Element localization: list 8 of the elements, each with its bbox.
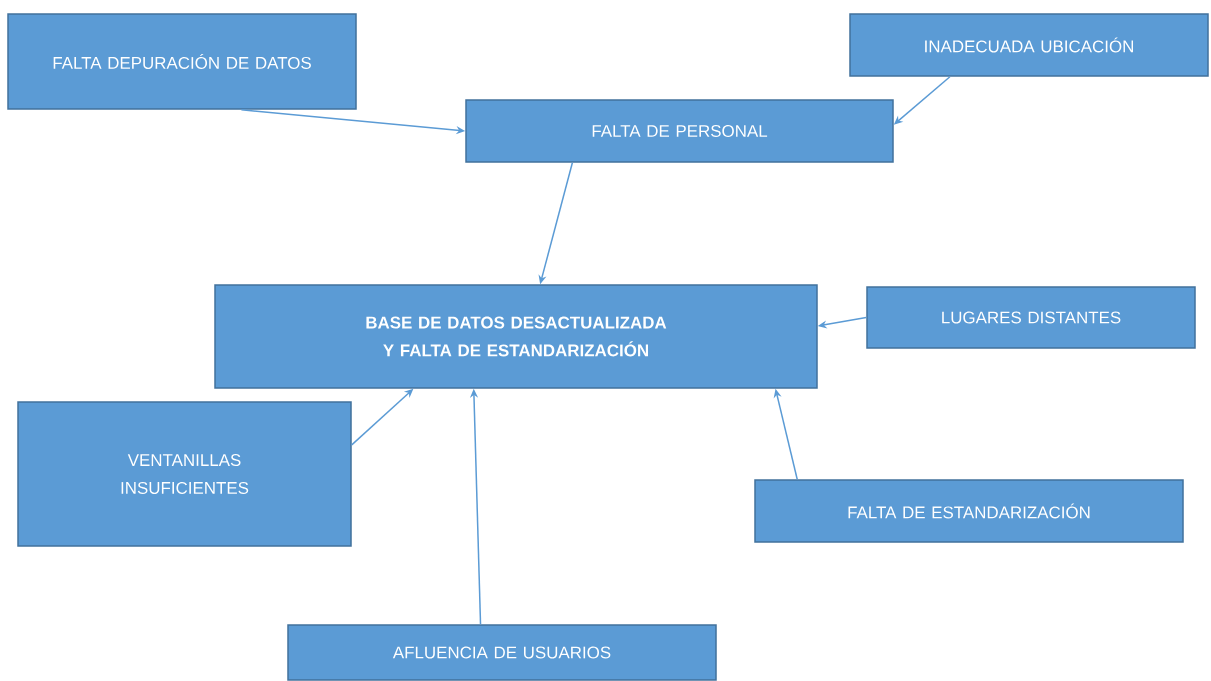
process-box: FALTA DE ESTANDARIZACIÓN <box>754 479 1184 543</box>
process-box: INADECUADA UBICACIÓN <box>849 13 1209 77</box>
process-box: BASE DE DATOS DESACTUALIZADA Y FALTA DE ESTANDARIZACIÓN <box>214 284 818 389</box>
process-box: AFLUENCIA DE USUARIOS <box>287 624 717 681</box>
process-box: FALTA DE PERSONAL <box>465 99 894 163</box>
process-box: FALTA DEPURACIÓN DE DATOS <box>7 13 357 110</box>
process-box: VENTANILLAS INSUFICIENTES <box>17 401 352 547</box>
process-box: LUGARES DISTANTES <box>866 286 1196 349</box>
